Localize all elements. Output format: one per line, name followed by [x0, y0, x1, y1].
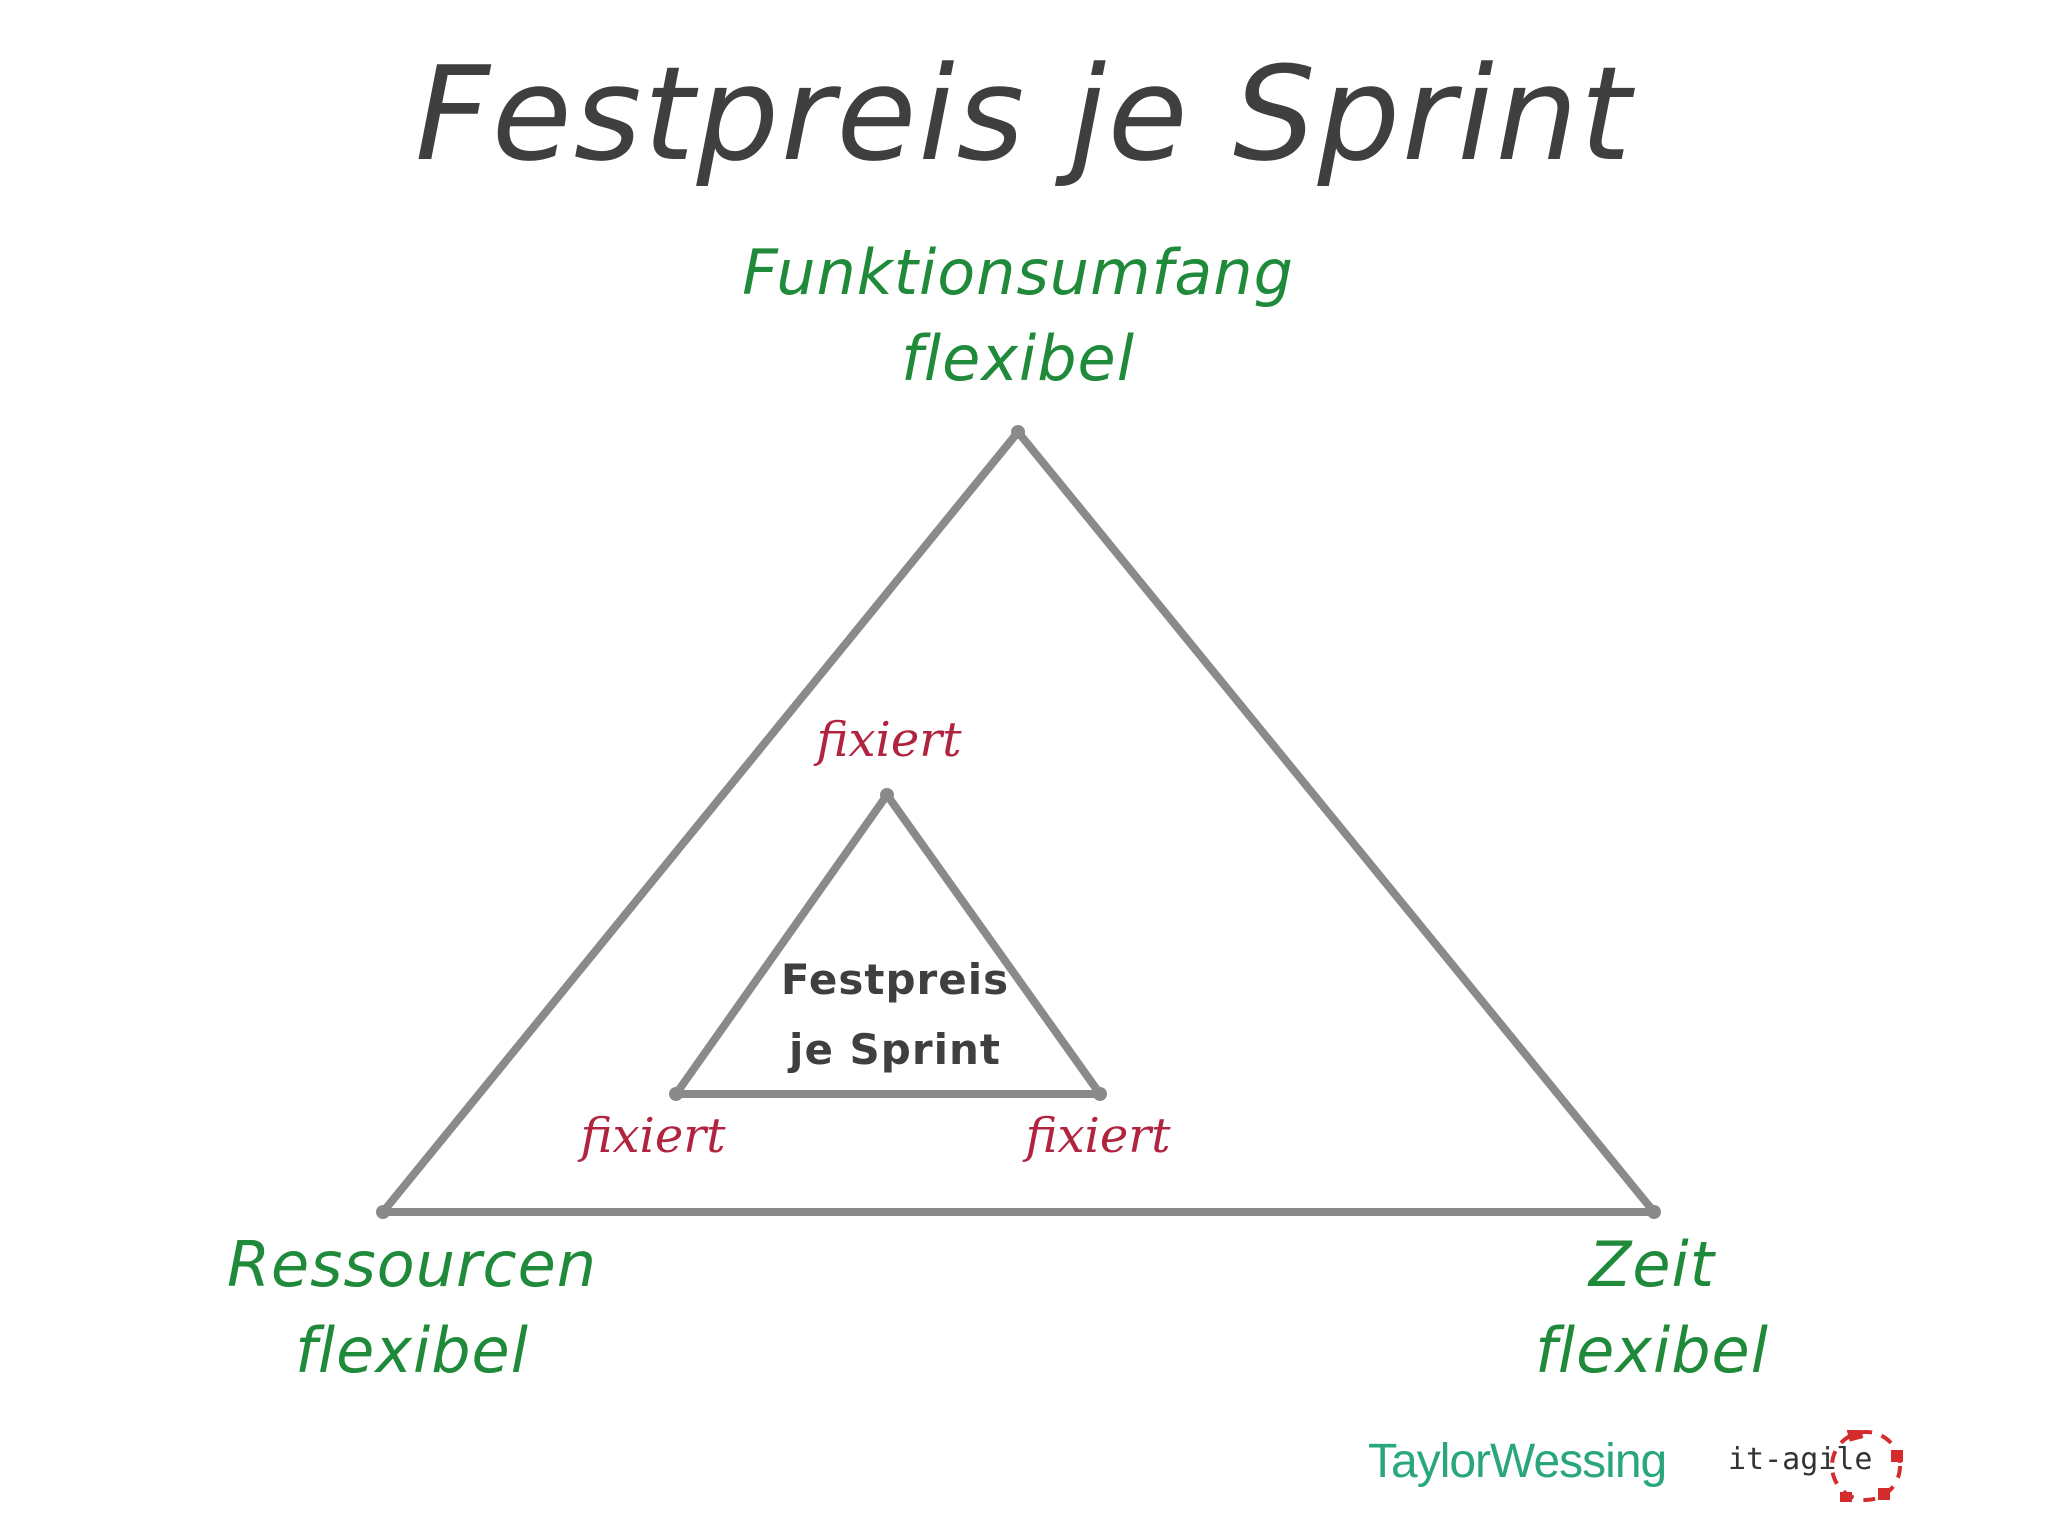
- outer-vertex-right: [1647, 1205, 1661, 1219]
- inner-triangle-caption: Festpreis je Sprint: [745, 945, 1045, 1085]
- inner-vertex-top: [880, 788, 894, 802]
- inner-caption-line2: je Sprint: [789, 1025, 1001, 1074]
- fixed-label-left: fixiert: [580, 1108, 726, 1164]
- resources-label-line1: Ressourcen: [226, 1228, 598, 1301]
- taylor-wessing-logo: TaylorWessing: [1368, 1435, 1667, 1488]
- scope-label: Funktionsumfang flexibel: [718, 230, 1318, 402]
- page-title: Festpreis je Sprint: [415, 38, 1633, 190]
- inner-vertex-left: [669, 1087, 683, 1101]
- fixed-label-right: fixiert: [1025, 1108, 1171, 1164]
- inner-vertex-right: [1093, 1087, 1107, 1101]
- time-label: Zeit flexibel: [1502, 1222, 1802, 1394]
- time-label-line2: flexibel: [1535, 1314, 1769, 1387]
- inner-triangle: [672, 791, 1104, 1098]
- inner-caption-line1: Festpreis: [780, 955, 1010, 1004]
- resources-label: Ressourcen flexibel: [212, 1222, 612, 1394]
- resources-label-line2: flexibel: [295, 1314, 529, 1387]
- it-agile-logo-text: it-agile: [1728, 1442, 1873, 1477]
- it-agile-logo: it-agile: [1728, 1430, 1928, 1520]
- scope-label-line1: Funktionsumfang: [742, 236, 1294, 309]
- it-agile-ring-icon: [1830, 1430, 1903, 1502]
- scope-label-line2: flexibel: [901, 322, 1135, 395]
- outer-triangle: [379, 428, 1658, 1216]
- fixed-label-top: fixiert: [816, 712, 962, 768]
- footer-logos: TaylorWessing it-agile: [1360, 1400, 1960, 1520]
- outer-vertex-top: [1011, 425, 1025, 439]
- outer-vertex-left: [376, 1205, 390, 1219]
- time-label-line1: Zeit: [1588, 1228, 1716, 1301]
